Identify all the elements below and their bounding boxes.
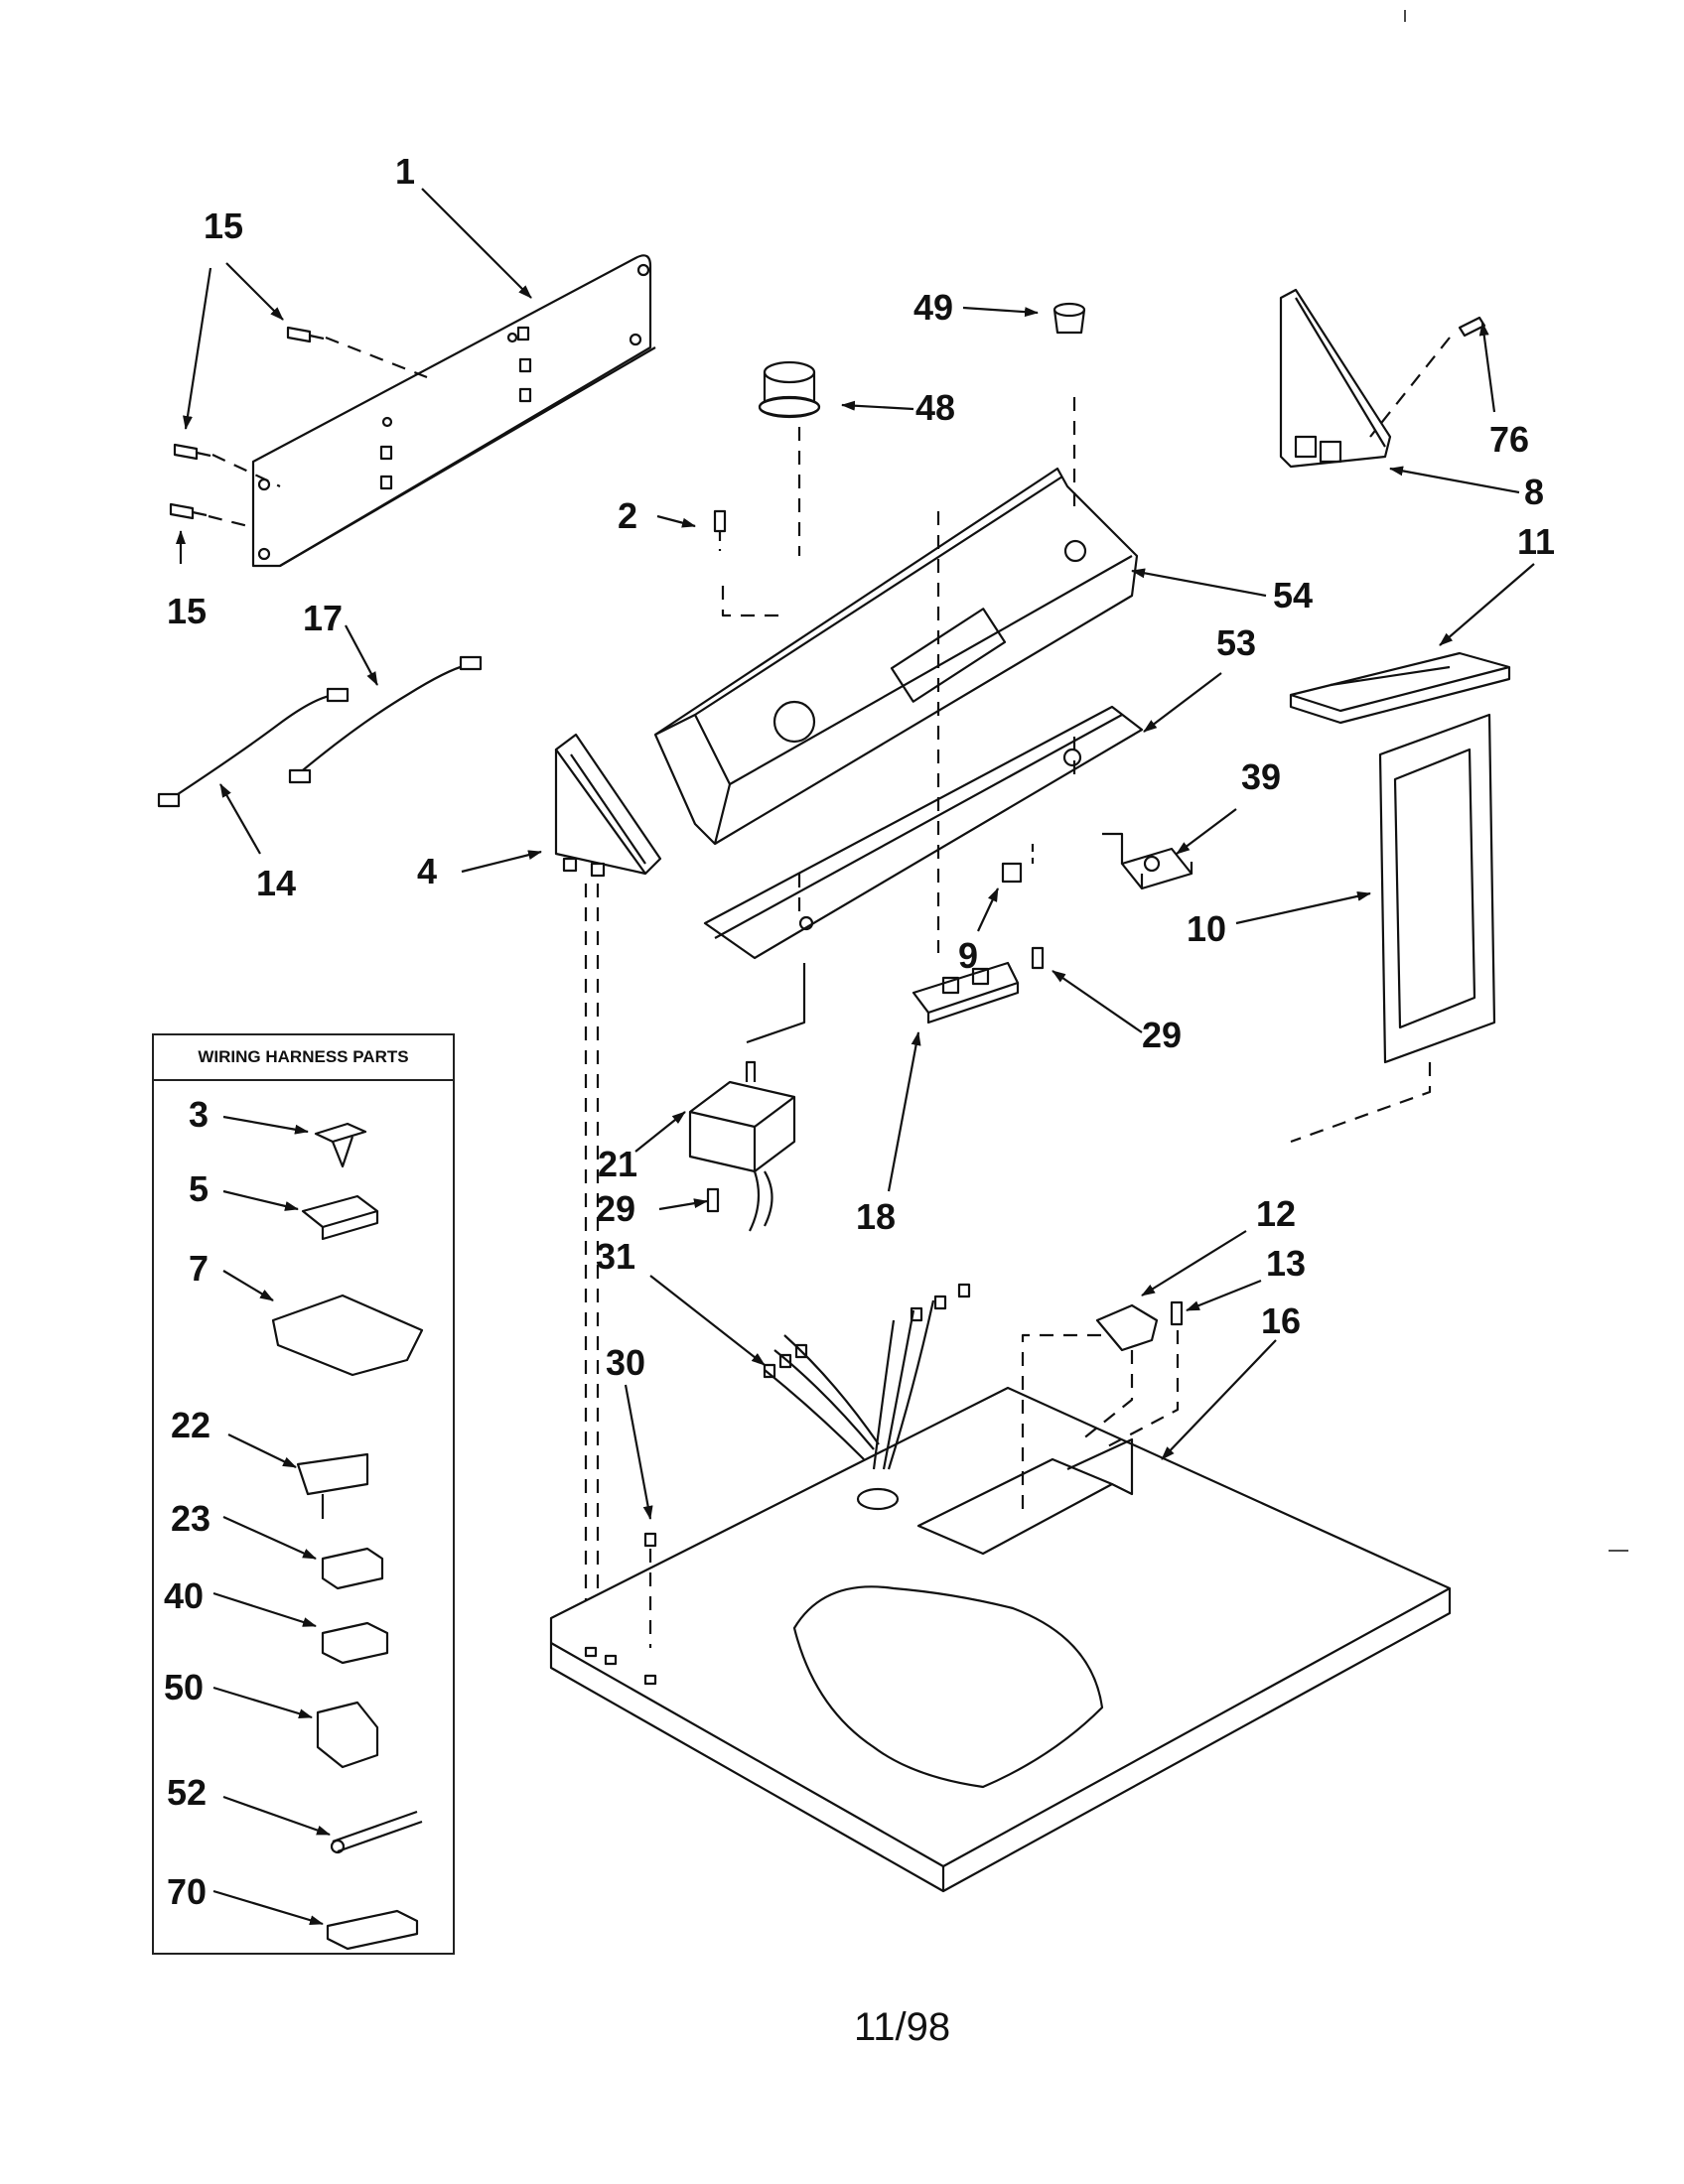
callout-13: 13 bbox=[1266, 1243, 1307, 1284]
legend-title: WIRING HARNESS PARTS bbox=[152, 1033, 455, 1081]
callout-11: 11 bbox=[1517, 521, 1556, 562]
callout-14: 14 bbox=[256, 863, 297, 903]
part-11-lid bbox=[1289, 651, 1511, 725]
callout-leaders bbox=[176, 188, 1535, 1926]
callout-4: 4 bbox=[417, 851, 438, 891]
legend-item: 50 bbox=[164, 1667, 205, 1707]
part-54-console bbox=[653, 467, 1139, 846]
callout-17: 17 bbox=[303, 598, 344, 638]
callout-8: 8 bbox=[1524, 472, 1545, 512]
callout-54: 54 bbox=[1273, 575, 1314, 615]
legend-item: 5 bbox=[189, 1168, 210, 1209]
callout-53: 53 bbox=[1216, 622, 1257, 663]
callout-15: 15 bbox=[167, 591, 208, 631]
callout-31: 31 bbox=[596, 1236, 636, 1277]
callout-12: 12 bbox=[1256, 1193, 1297, 1234]
part-14-17-wires bbox=[157, 655, 483, 808]
part-16-top bbox=[549, 1386, 1452, 1893]
callout-1: 1 bbox=[395, 151, 416, 192]
part-12-13-clips bbox=[1095, 1300, 1184, 1352]
callout-76: 76 bbox=[1489, 419, 1530, 460]
part-39-switch bbox=[1120, 847, 1193, 890]
legend-item: 22 bbox=[171, 1405, 211, 1445]
legend-item: 52 bbox=[167, 1772, 208, 1813]
part-31-harness bbox=[763, 1283, 971, 1511]
part-18-switch-assy bbox=[912, 961, 1020, 1024]
callout-18: 18 bbox=[856, 1196, 897, 1237]
wiring-harness-legend bbox=[152, 1033, 455, 1955]
footer-date: 11/98 bbox=[854, 2005, 951, 2049]
part-49-knob bbox=[1052, 302, 1086, 335]
legend-item: 7 bbox=[189, 1248, 210, 1289]
callout-2: 2 bbox=[618, 495, 638, 536]
callout-15: 15 bbox=[204, 205, 244, 246]
callout-29: 29 bbox=[1142, 1015, 1183, 1055]
legend-item: 23 bbox=[171, 1498, 211, 1539]
part-15-screws bbox=[169, 326, 325, 520]
part-1-bracket bbox=[251, 254, 656, 568]
callout-29: 29 bbox=[596, 1188, 636, 1229]
callout-10: 10 bbox=[1187, 908, 1227, 949]
callout-30: 30 bbox=[606, 1342, 646, 1383]
callout-21: 21 bbox=[598, 1144, 638, 1184]
part-8-bracket bbox=[1279, 288, 1392, 469]
part-53-rail bbox=[703, 705, 1144, 960]
legend-item: 70 bbox=[167, 1871, 208, 1912]
callout-9: 9 bbox=[958, 935, 979, 976]
callout-16: 16 bbox=[1261, 1300, 1302, 1341]
callout-39: 39 bbox=[1241, 756, 1282, 797]
part-4-end-cap bbox=[554, 733, 662, 878]
legend-item: 40 bbox=[164, 1575, 205, 1616]
callout-48: 48 bbox=[915, 387, 956, 428]
part-21-timer bbox=[688, 1060, 796, 1232]
part-10-panel bbox=[1378, 713, 1496, 1064]
legend-part-drawings bbox=[271, 1122, 424, 1951]
callout-49: 49 bbox=[913, 287, 954, 328]
part-48-knob bbox=[758, 360, 821, 419]
legend-item: 3 bbox=[189, 1094, 210, 1135]
